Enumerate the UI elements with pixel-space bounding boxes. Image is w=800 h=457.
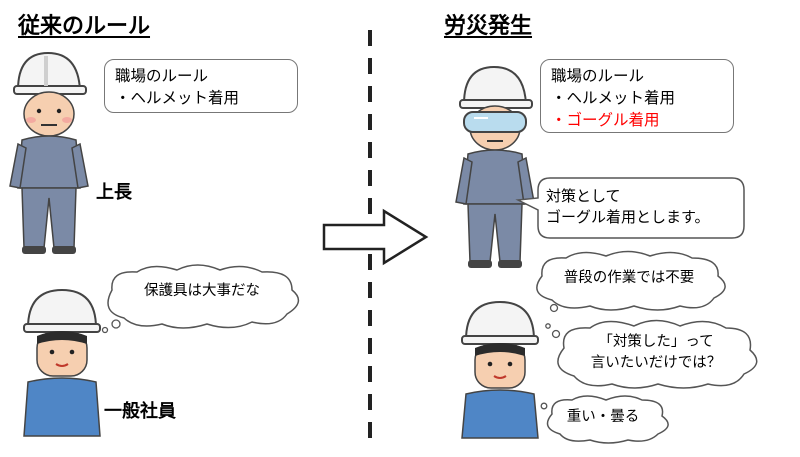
worker-thought-2-line1: 「対策した」って xyxy=(598,334,714,350)
left-boss-figure xyxy=(9,51,89,254)
helmet-icon xyxy=(23,288,101,333)
arrow-right-icon xyxy=(322,208,429,266)
right-rule-helmet: ・ヘルメット着用 xyxy=(551,89,676,107)
left-worker-label: 一般社員 xyxy=(104,401,176,422)
left-rule-helmet: ・ヘルメット着用 xyxy=(115,89,240,107)
thought-cloud-icon xyxy=(536,250,726,313)
right-rule-goggles: ・ゴーグル着用 xyxy=(551,111,660,129)
left-rule-box: 職場のルール ・ヘルメット着用 xyxy=(104,59,298,113)
worker-thought-3: 重い・曇る xyxy=(566,409,640,425)
boss-callout-shape xyxy=(515,177,745,239)
right-worker-figure xyxy=(461,300,539,439)
helmet-icon xyxy=(459,65,533,109)
helmet-icon xyxy=(13,51,87,95)
helmet-icon xyxy=(461,300,539,345)
right-rule-box: 職場のルール ・ヘルメット着用 ・ゴーグル着用 xyxy=(540,59,734,133)
left-boss-label: 上長 xyxy=(96,182,132,203)
goggles-icon xyxy=(463,111,527,133)
right-heading: 労災発生 xyxy=(444,14,533,39)
right-boss-figure xyxy=(455,65,535,268)
boss-callout-line2: ゴーグル着用とします。 xyxy=(546,208,710,226)
left-worker-thought: 保護具は大事だな xyxy=(144,283,260,299)
left-heading: 従来のルール xyxy=(18,14,151,39)
right-rule-title: 職場のルール xyxy=(551,67,645,85)
boss-callout-text: 対策として ゴーグル着用とします。 xyxy=(546,186,710,228)
worker-thought-2: 「対策した」って 言いたいだけでは？ xyxy=(566,332,746,374)
worker-thought-1: 普段の作業では不要 xyxy=(563,270,695,286)
thought-cloud-icon xyxy=(545,319,758,389)
thought-cloud-icon xyxy=(101,264,300,334)
left-rule-title: 職場のルール xyxy=(115,67,209,85)
boss-callout-line1: 対策として xyxy=(546,187,621,205)
thought-cloud-icon xyxy=(540,395,669,444)
left-worker-figure xyxy=(23,288,101,437)
worker-thought-2-line2: 言いたいだけでは？ xyxy=(590,355,722,371)
